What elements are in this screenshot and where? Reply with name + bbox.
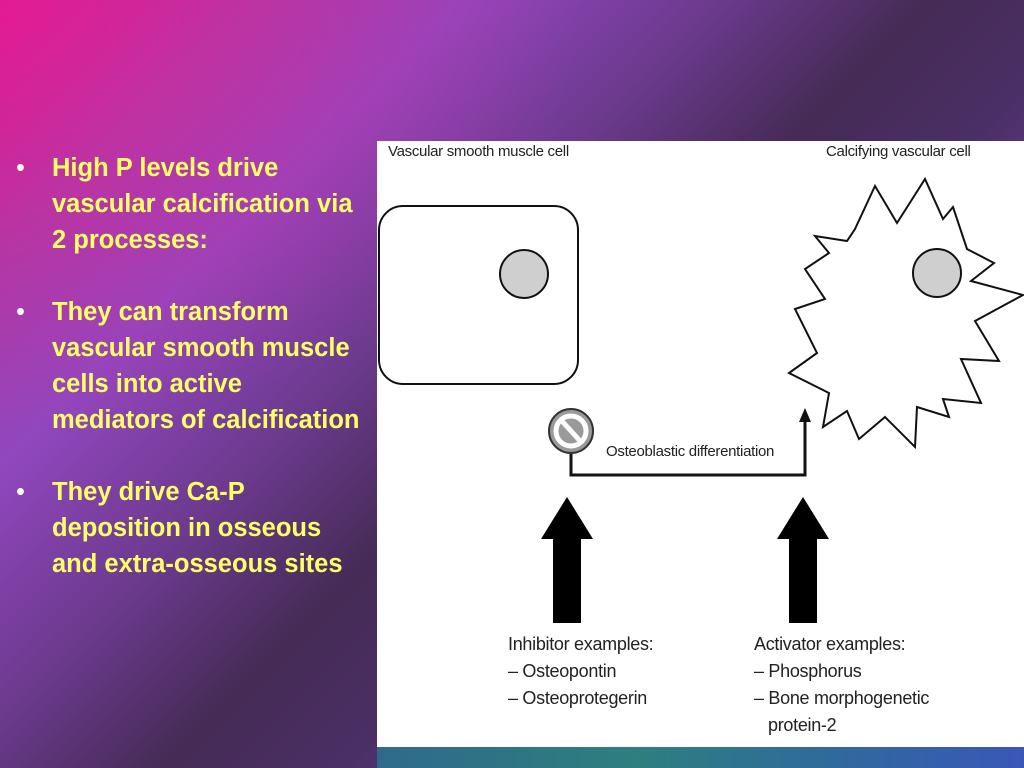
activator-title: Activator examples:	[754, 634, 906, 654]
bullet-marker: •	[16, 298, 25, 326]
up-arrow-icon	[541, 497, 593, 623]
left-cell-label: Vascular smooth muscle cell	[388, 143, 569, 160]
calcifying-cell-shape	[787, 176, 1024, 450]
prohibition-icon	[548, 408, 594, 454]
diagram-panel: Vascular smooth muscle cell Calcifying v…	[377, 141, 1024, 747]
process-label: Osteoblastic differentiation	[606, 443, 775, 460]
up-arrow-icon	[777, 497, 829, 623]
bullet-text: High P levels drive vascular calcificati…	[52, 154, 353, 254]
inhibitor-list: Inhibitor examples: – Osteopontin – Oste…	[508, 631, 654, 712]
bottom-strip	[377, 747, 1024, 768]
path-arrowhead	[799, 408, 811, 422]
activator-item: – Bone morphogenetic	[754, 688, 930, 708]
activator-item: protein-2	[768, 715, 837, 735]
bullet-item: • They can transform vascular smooth mus…	[16, 294, 366, 438]
cell-nucleus	[912, 248, 962, 298]
bullet-list: • High P levels drive vascular calcifica…	[16, 150, 366, 618]
inhibitor-item: – Osteopontin	[508, 661, 617, 681]
activator-list: Activator examples: – Phosphorus – Bone …	[754, 631, 929, 739]
differentiation-path	[569, 421, 807, 477]
inhibitor-item: – Osteoprotegerin	[508, 688, 647, 708]
activator-item: – Phosphorus	[754, 661, 862, 681]
bullet-marker: •	[16, 154, 25, 182]
cell-nucleus	[499, 249, 549, 299]
bullet-item: • High P levels drive vascular calcifica…	[16, 150, 366, 258]
diagram-svg	[378, 176, 1024, 623]
inhibitor-title: Inhibitor examples:	[508, 634, 654, 654]
smooth-muscle-cell-shape	[378, 205, 579, 385]
bullet-item: • They drive Ca-P deposition in osseous …	[16, 474, 366, 582]
bullet-text: They can transform vascular smooth muscl…	[52, 298, 360, 434]
bullet-text: They drive Ca-P deposition in osseous an…	[52, 478, 343, 578]
right-cell-label: Calcifying vascular cell	[826, 143, 971, 160]
bullet-marker: •	[16, 478, 25, 506]
